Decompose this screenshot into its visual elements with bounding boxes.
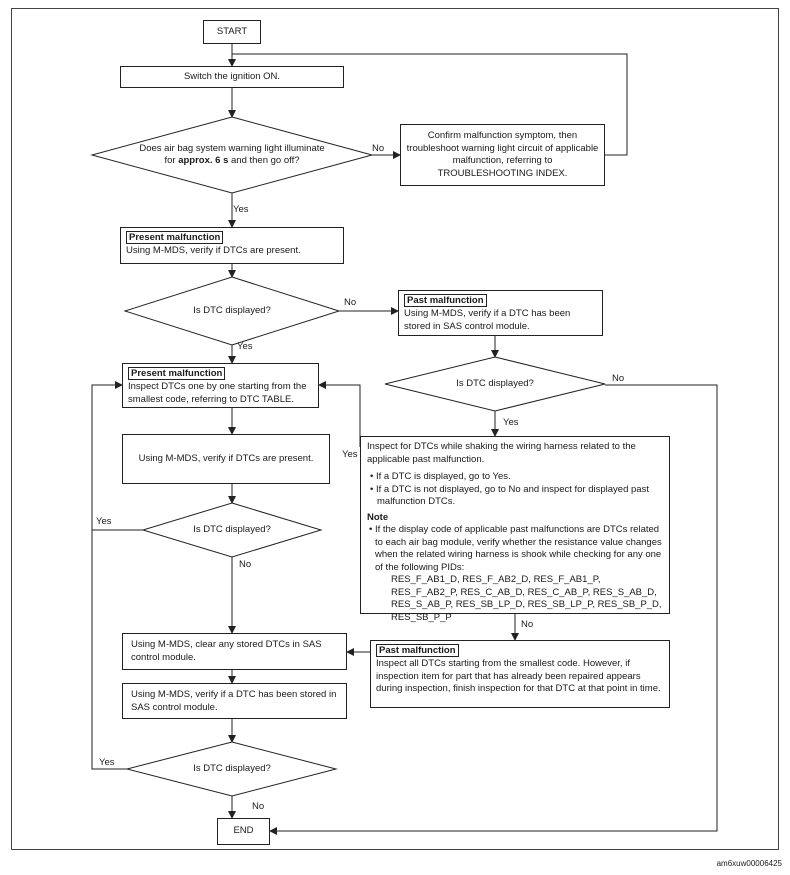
start-terminal: START xyxy=(203,20,261,44)
clear-dtcs-box: Using M-MDS, clear any stored DTCs in SA… xyxy=(122,633,347,670)
decision-dtc-4 xyxy=(126,741,338,797)
decision-dtc-4-text: Is DTC displayed? xyxy=(193,762,271,774)
past-malfunction-tag: Past malfunction xyxy=(404,294,487,307)
inspect-dtcs-box: Present malfunction Inspect DTCs one by … xyxy=(122,363,319,408)
pid-list: RES_F_AB1_D, RES_F_AB2_D, RES_F_AB1_P, R… xyxy=(391,574,662,623)
present-malfunction-tag: Present malfunction xyxy=(126,231,224,244)
switch-ignition-text: Switch the ignition ON. xyxy=(183,70,281,82)
label-no-dtc3: No xyxy=(239,559,252,570)
shake-bullet-yes: • If a DTC is displayed, go to Yes. xyxy=(370,471,511,482)
shake-bullet-no: • If a DTC is not displayed, go to No an… xyxy=(370,483,649,508)
inspect-dtcs-text: Inspect DTCs one by one starting from th… xyxy=(128,381,307,405)
warning-light-question-bold: approx. 6 s xyxy=(178,155,229,166)
decision-dtc-1-text: Is DTC displayed? xyxy=(193,304,271,316)
decision-warning-light xyxy=(90,116,374,194)
label-yes-shake: Yes xyxy=(342,449,358,460)
warning-light-question-b: for xyxy=(164,155,176,166)
shake-intro-text: Inspect for DTCs while shaking the wirin… xyxy=(367,441,636,465)
label-yes-dtc2: Yes xyxy=(503,417,519,428)
present-malfunction-text: Using M-MDS, verify if DTCs are present. xyxy=(126,245,301,256)
end-terminal: END xyxy=(217,818,270,845)
label-no-warning: No xyxy=(372,143,385,154)
end-label: END xyxy=(233,825,254,837)
present-malfunction-tag-2: Present malfunction xyxy=(128,367,226,380)
label-no-dtc2: No xyxy=(612,373,625,384)
verify-present-box: Using M-MDS, verify if DTCs are present. xyxy=(122,434,330,484)
verify-stored-text: Using M-MDS, verify if a DTC has been st… xyxy=(131,689,337,713)
start-label: START xyxy=(216,25,248,37)
note-text: • If the display code of applicable past… xyxy=(369,524,662,573)
decision-dtc-1 xyxy=(123,276,341,346)
confirm-symptom-box: Confirm malfunction symptom, then troubl… xyxy=(400,124,605,186)
past-inspect-text: Inspect all DTCs starting from the small… xyxy=(376,658,661,694)
decision-warning-light-text: Does air bag system warning light illumi… xyxy=(112,138,352,172)
confirm-symptom-text: Confirm malfunction symptom, then troubl… xyxy=(406,130,599,179)
past-malfunction-box: Past malfunction Using M-MDS, verify if … xyxy=(398,290,603,336)
label-no-dtc1: No xyxy=(344,297,357,308)
decision-dtc-2-text: Is DTC displayed? xyxy=(456,377,534,389)
present-malfunction-box: Present malfunction Using M-MDS, verify … xyxy=(120,227,344,264)
label-yes-dtc4: Yes xyxy=(99,757,115,768)
decision-dtc-3-text: Is DTC displayed? xyxy=(193,523,271,535)
verify-stored-box: Using M-MDS, verify if a DTC has been st… xyxy=(122,683,347,719)
label-no-shake: No xyxy=(521,619,534,630)
decision-dtc-2 xyxy=(384,356,606,412)
figure-code: am6xuw00006425 xyxy=(716,859,782,868)
label-yes-dtc1: Yes xyxy=(237,341,253,352)
past-malfunction-tag-2: Past malfunction xyxy=(376,644,459,657)
shake-harness-box: Inspect for DTCs while shaking the wirin… xyxy=(360,436,670,623)
label-yes-dtc3: Yes xyxy=(96,516,112,527)
label-no-dtc4: No xyxy=(252,801,265,812)
warning-light-question-c: and then go off? xyxy=(231,155,300,166)
label-yes-warning: Yes xyxy=(233,204,249,215)
past-malfunction-inspect-box: Past malfunction Inspect all DTCs starti… xyxy=(370,640,670,708)
diagram-frame xyxy=(11,8,779,850)
switch-ignition-box: Switch the ignition ON. xyxy=(120,66,344,88)
clear-dtcs-text: Using M-MDS, clear any stored DTCs in SA… xyxy=(131,639,322,663)
note-title: Note xyxy=(367,511,389,523)
warning-light-question-a: Does air bag system warning light illumi… xyxy=(139,142,325,154)
verify-present-text: Using M-MDS, verify if DTCs are present. xyxy=(138,452,314,464)
past-malfunction-text: Using M-MDS, verify if a DTC has been st… xyxy=(404,308,571,332)
decision-dtc-3 xyxy=(141,502,323,558)
